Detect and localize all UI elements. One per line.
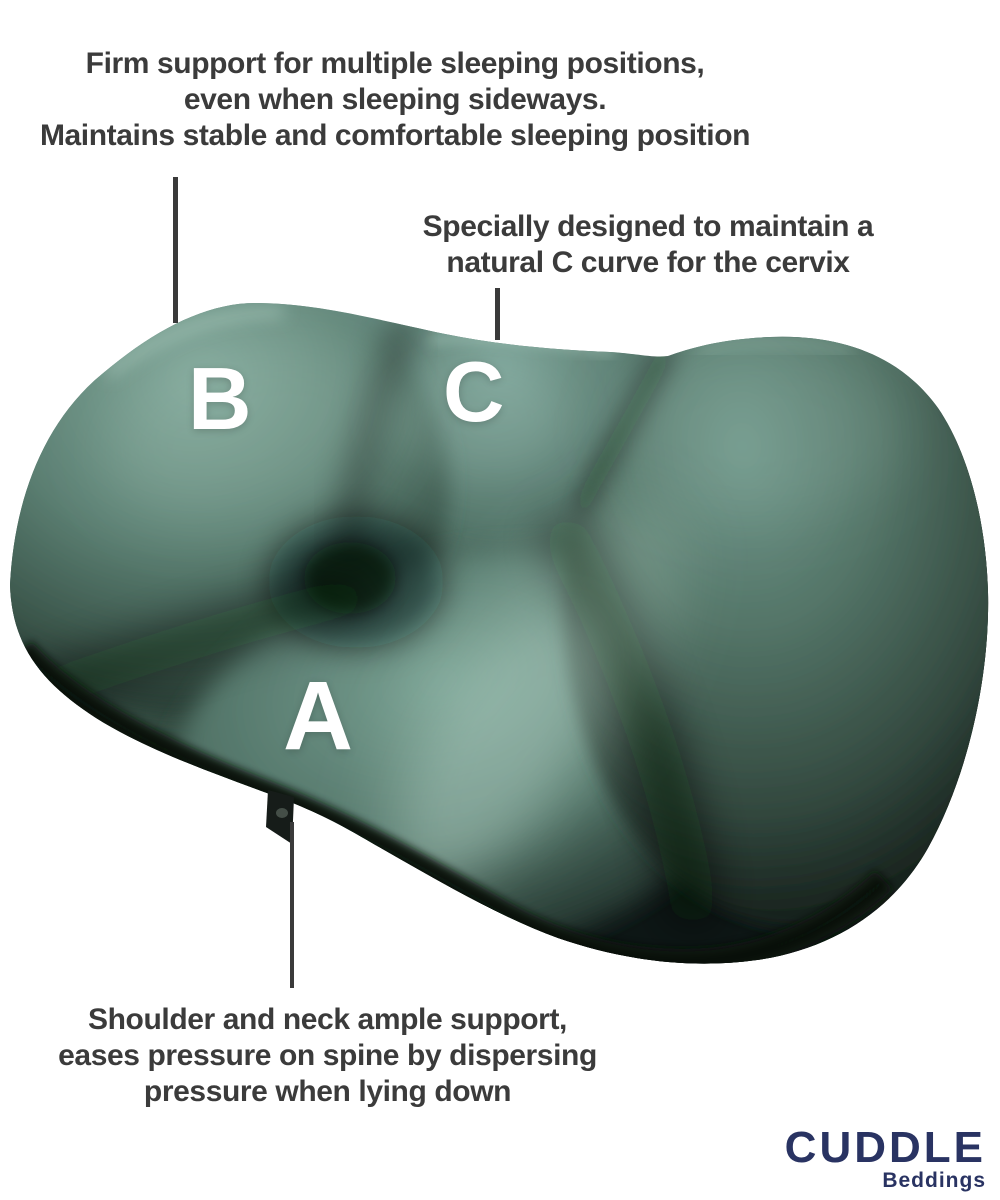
zone-label-a: A bbox=[283, 661, 354, 770]
caption-firm-support: Firm support for multiple sleeping posit… bbox=[15, 46, 775, 154]
brand-name: CUDDLE bbox=[784, 1123, 986, 1172]
leader-line-b bbox=[173, 177, 178, 323]
caption-line: even when sleeping sideways. bbox=[183, 83, 607, 116]
caption-line: natural C curve for the cervix bbox=[446, 246, 850, 279]
zone-label-c: C bbox=[443, 345, 505, 440]
caption-line: Firm support for multiple sleeping posit… bbox=[85, 47, 705, 80]
caption-line: Maintains stable and comfortable sleepin… bbox=[39, 119, 751, 152]
caption-c-curve: Specially designed to maintain a natural… bbox=[413, 209, 883, 281]
fabric-highlights bbox=[103, 307, 910, 901]
brand-tagline: Beddings bbox=[882, 1169, 986, 1192]
caption-line: Specially designed to maintain a bbox=[422, 210, 874, 243]
zone-label-b: B bbox=[188, 349, 252, 448]
caption-line: eases pressure on spine by dispersing bbox=[58, 1039, 597, 1072]
caption-line: Shoulder and neck ample support, bbox=[88, 1003, 567, 1036]
brand-logo: CUDDLE Beddings bbox=[784, 1123, 986, 1192]
leader-line-a bbox=[290, 822, 294, 988]
leader-line-c bbox=[495, 288, 500, 340]
bottom-seam bbox=[12, 641, 893, 964]
caption-line: pressure when lying down bbox=[143, 1075, 512, 1108]
care-tag bbox=[266, 790, 294, 844]
caption-shoulder-support: Shoulder and neck ample support, eases p… bbox=[35, 1002, 620, 1110]
